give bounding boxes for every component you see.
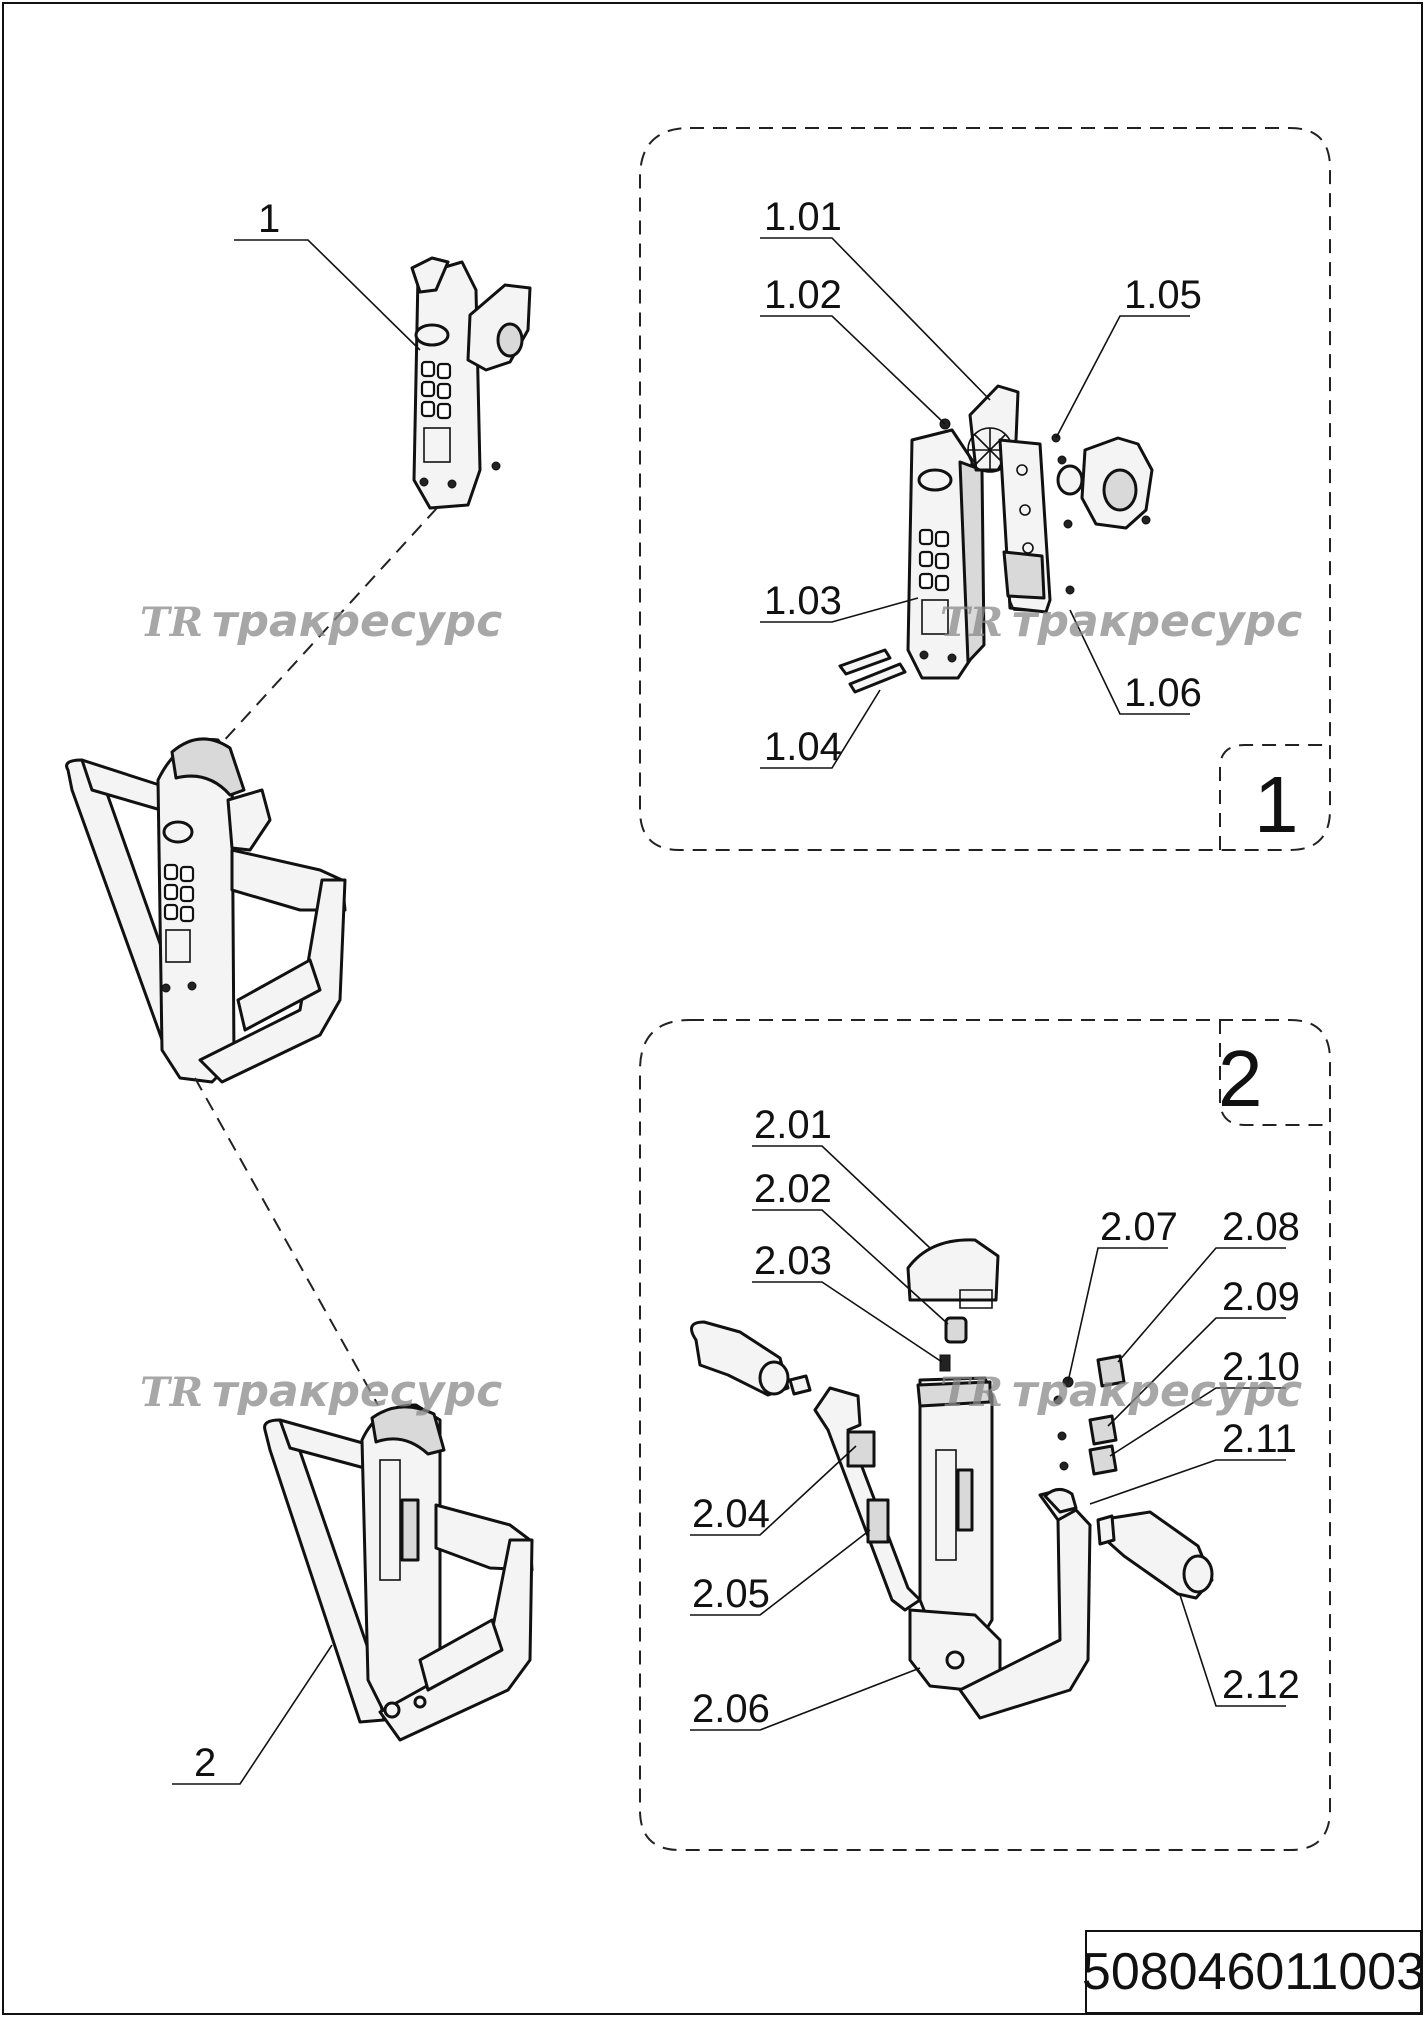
watermark-logo-icon: TR	[140, 1369, 203, 1416]
leader-1.06	[1069, 609, 1190, 715]
label-2.05: 2.05	[692, 1572, 770, 1616]
label-1.01: 1.01	[764, 195, 842, 239]
label-2.01: 2.01	[754, 1103, 832, 1147]
watermark-logo-icon: TR	[940, 1369, 1003, 1416]
label-assembly-2: 2	[194, 1741, 216, 1785]
panel-1-parts	[838, 384, 1154, 694]
handle-overview-keypad	[163, 863, 195, 923]
label-1.06: 1.06	[1124, 671, 1202, 715]
watermark-logo-icon: TR	[140, 599, 203, 646]
watermark-text: тракресурс	[212, 1366, 502, 1417]
label-2.02: 2.02	[754, 1167, 832, 1211]
panel-1-keypad	[918, 528, 950, 592]
leader-1.02	[760, 315, 946, 425]
label-2.11: 2.11	[1222, 1417, 1297, 1461]
label-2.09: 2.09	[1222, 1275, 1300, 1319]
leader-1.01	[760, 237, 991, 401]
leader-2.06	[690, 1667, 921, 1731]
leader-2.05	[690, 1529, 871, 1616]
label-2.03: 2.03	[754, 1239, 832, 1283]
label-2.06: 2.06	[692, 1687, 770, 1731]
panel-2-parts	[690, 1238, 1214, 1720]
panel-2-number: 2	[1218, 1034, 1263, 1123]
label-2.04: 2.04	[692, 1492, 770, 1536]
leader-1.05	[1055, 315, 1190, 439]
panel-2: 2	[639, 1019, 1331, 1851]
label-assembly-1: 1	[258, 197, 280, 241]
part-number-box: 508046011003	[1081, 1930, 1425, 2014]
label-1.05: 1.05	[1124, 273, 1202, 317]
watermark-text: тракресурс	[1012, 1366, 1302, 1417]
watermark-text: тракресурс	[212, 596, 502, 647]
module-1-overview	[410, 256, 532, 510]
leader-2.07	[1067, 1247, 1168, 1383]
label-1.03: 1.03	[764, 579, 842, 623]
label-1.02: 1.02	[764, 273, 842, 317]
label-2.08: 2.08	[1222, 1205, 1300, 1249]
label-1.04: 1.04	[764, 725, 842, 769]
watermark-logo-icon: TR	[940, 599, 1003, 646]
leader-2.10	[1109, 1387, 1286, 1457]
module-1-keypad	[420, 360, 452, 420]
module-2-overview	[263, 1403, 534, 1742]
leader-2.02	[752, 1209, 949, 1325]
label-2.10: 2.10	[1222, 1345, 1300, 1389]
leader-1.03	[760, 597, 919, 623]
leader-2.12	[1179, 1594, 1286, 1707]
watermark-1: TR тракресурс	[140, 596, 502, 647]
panel-1-number: 1	[1254, 760, 1299, 849]
watermark-3: TR тракресурс	[140, 1366, 502, 1417]
leader-2.09	[1107, 1317, 1286, 1427]
handle-assembly-overview	[65, 737, 347, 1084]
leader-2.01	[752, 1145, 931, 1249]
leader-1.04	[760, 689, 881, 769]
connector-line-1	[219, 507, 438, 746]
leader-1	[234, 239, 421, 351]
watermark-2: TR тракресурс	[940, 596, 1302, 647]
watermark-4: TR тракресурс	[940, 1366, 1302, 1417]
label-2.12: 2.12	[1222, 1663, 1300, 1707]
leader-2.04	[690, 1445, 857, 1536]
panel-1: 1	[639, 127, 1331, 851]
label-2.07: 2.07	[1100, 1205, 1178, 1249]
leader-2.11	[1089, 1459, 1286, 1505]
leader-2	[172, 1644, 333, 1785]
connector-line-2	[194, 1077, 379, 1406]
leader-2.08	[1117, 1247, 1286, 1363]
part-number: 508046011003	[1081, 1943, 1425, 2001]
leader-2.03	[752, 1281, 943, 1363]
watermark-text: тракресурс	[1012, 596, 1302, 647]
